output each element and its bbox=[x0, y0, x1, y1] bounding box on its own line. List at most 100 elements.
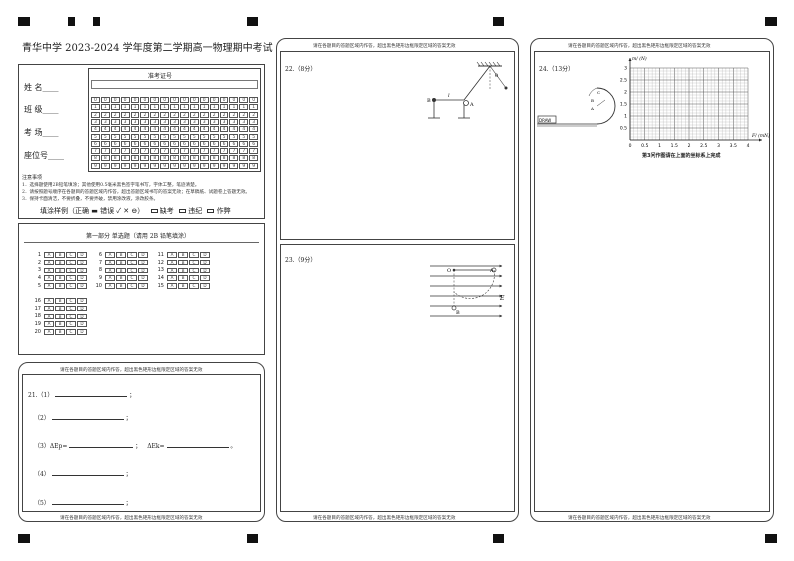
ticket-digit-bubble[interactable]: 6 bbox=[110, 140, 120, 147]
ticket-digit-bubble[interactable]: 8 bbox=[209, 155, 219, 162]
ticket-digit-bubble[interactable]: 1 bbox=[130, 104, 140, 111]
ticket-digit-bubble[interactable]: 9 bbox=[189, 162, 199, 169]
option-bubble[interactable]: A bbox=[105, 275, 115, 281]
ticket-digit-bubble[interactable]: 7 bbox=[180, 148, 189, 155]
option-bubble[interactable]: C bbox=[66, 259, 76, 266]
ticket-digit-bubble[interactable]: 7 bbox=[120, 148, 130, 155]
option-bubble[interactable]: B bbox=[55, 313, 65, 320]
option-bubble[interactable]: D bbox=[77, 275, 87, 281]
ticket-digit-bubble[interactable]: 5 bbox=[199, 133, 209, 140]
option-bubble[interactable]: B bbox=[55, 305, 65, 312]
ticket-digit-bubble[interactable]: 4 bbox=[189, 126, 199, 133]
ticket-digit-bubble[interactable]: 4 bbox=[100, 126, 110, 133]
q24-area[interactable] bbox=[534, 51, 770, 512]
ticket-digit-bubble[interactable]: 2 bbox=[140, 111, 150, 118]
ticket-digit-bubble[interactable]: 3 bbox=[209, 118, 219, 125]
ticket-digit-bubble[interactable]: 1 bbox=[209, 104, 219, 111]
ticket-digit-bubble[interactable]: 4 bbox=[219, 126, 229, 133]
ticket-digit-bubble[interactable]: 8 bbox=[130, 155, 140, 162]
option-bubble[interactable]: A bbox=[167, 283, 177, 289]
ticket-digit-bubble[interactable]: 3 bbox=[120, 118, 130, 125]
ticket-entry-row[interactable] bbox=[91, 80, 258, 89]
ticket-digit-bubble[interactable]: 7 bbox=[91, 148, 100, 155]
option-bubble[interactable]: A bbox=[44, 298, 54, 304]
ticket-digit-bubble[interactable]: 9 bbox=[91, 162, 100, 169]
ticket-digit-bubble[interactable]: 3 bbox=[239, 118, 249, 125]
ticket-digit-bubble[interactable]: 7 bbox=[130, 148, 140, 155]
ticket-digit-bubble[interactable]: 7 bbox=[189, 148, 199, 155]
option-bubble[interactable]: B bbox=[116, 283, 126, 289]
ticket-digit-bubble[interactable]: 0 bbox=[130, 97, 140, 103]
option-bubble[interactable]: D bbox=[77, 321, 87, 327]
option-bubble[interactable]: D bbox=[77, 252, 87, 258]
ticket-digit-bubble[interactable]: 9 bbox=[229, 162, 239, 169]
option-bubble[interactable]: B bbox=[55, 259, 65, 266]
ticket-digit-bubble[interactable]: 2 bbox=[180, 111, 189, 118]
ticket-digit-bubble[interactable]: 8 bbox=[140, 155, 150, 162]
ticket-digit-bubble[interactable]: 3 bbox=[100, 118, 110, 125]
option-bubble[interactable]: A bbox=[44, 267, 54, 274]
option-bubble[interactable]: D bbox=[200, 267, 210, 274]
ticket-digit-bubble[interactable]: 0 bbox=[209, 97, 219, 103]
ticket-digit-bubble[interactable]: 7 bbox=[219, 148, 229, 155]
option-bubble[interactable]: D bbox=[77, 329, 87, 335]
ticket-digit-bubble[interactable]: 4 bbox=[239, 126, 249, 133]
ticket-digit-bubble[interactable]: 3 bbox=[140, 118, 150, 125]
ticket-digit-bubble[interactable]: 0 bbox=[239, 97, 249, 103]
option-bubble[interactable]: C bbox=[66, 275, 76, 281]
ticket-digit-bubble[interactable]: 8 bbox=[239, 155, 249, 162]
option-bubble[interactable]: C bbox=[189, 259, 199, 266]
ticket-digit-bubble[interactable]: 2 bbox=[110, 111, 120, 118]
option-bubble[interactable]: D bbox=[200, 275, 210, 281]
ticket-digit-bubble[interactable]: 8 bbox=[199, 155, 209, 162]
ticket-digit-bubble[interactable]: 5 bbox=[100, 133, 110, 140]
option-bubble[interactable]: A bbox=[167, 252, 177, 258]
option-bubble[interactable]: B bbox=[55, 283, 65, 289]
violation-checkbox[interactable] bbox=[178, 209, 186, 213]
ticket-digit-bubble[interactable]: 1 bbox=[110, 104, 120, 111]
ticket-digit-bubble[interactable]: 6 bbox=[219, 140, 229, 147]
option-bubble[interactable]: C bbox=[189, 252, 199, 258]
option-bubble[interactable]: C bbox=[66, 267, 76, 274]
ticket-digit-bubble[interactable]: 7 bbox=[160, 148, 170, 155]
ticket-digit-bubble[interactable]: 0 bbox=[140, 97, 150, 103]
option-bubble[interactable]: A bbox=[44, 329, 54, 335]
option-bubble[interactable]: A bbox=[167, 267, 177, 274]
option-bubble[interactable]: D bbox=[77, 267, 87, 274]
ticket-digit-bubble[interactable]: 6 bbox=[239, 140, 249, 147]
ticket-digit-bubble[interactable]: 4 bbox=[140, 126, 150, 133]
option-bubble[interactable]: D bbox=[77, 298, 87, 304]
option-bubble[interactable]: D bbox=[200, 283, 210, 289]
option-bubble[interactable]: B bbox=[55, 252, 65, 258]
ticket-digit-bubble[interactable]: 9 bbox=[180, 162, 189, 169]
ticket-digit-bubble[interactable]: 6 bbox=[189, 140, 199, 147]
ticket-digit-bubble[interactable]: 7 bbox=[209, 148, 219, 155]
option-bubble[interactable]: C bbox=[127, 259, 137, 266]
option-bubble[interactable]: C bbox=[66, 321, 76, 327]
ticket-digit-bubble[interactable]: 7 bbox=[249, 148, 259, 155]
ticket-digit-bubble[interactable]: 5 bbox=[91, 133, 100, 140]
ticket-digit-bubble[interactable]: 4 bbox=[229, 126, 239, 133]
q23-area[interactable] bbox=[280, 244, 515, 512]
ticket-digit-bubble[interactable]: 8 bbox=[170, 155, 180, 162]
ticket-digit-bubble[interactable]: 3 bbox=[170, 118, 180, 125]
option-bubble[interactable]: A bbox=[167, 275, 177, 281]
ticket-digit-bubble[interactable]: 9 bbox=[130, 162, 140, 169]
ticket-digit-bubble[interactable]: 8 bbox=[160, 155, 170, 162]
cheat-checkbox[interactable] bbox=[207, 209, 215, 213]
ticket-digit-bubble[interactable]: 2 bbox=[150, 111, 160, 118]
ticket-digit-bubble[interactable]: 5 bbox=[239, 133, 249, 140]
ticket-digit-bubble[interactable]: 9 bbox=[150, 162, 160, 169]
ticket-digit-bubble[interactable]: 9 bbox=[239, 162, 249, 169]
option-bubble[interactable]: D bbox=[200, 259, 210, 266]
ticket-digit-bubble[interactable]: 0 bbox=[91, 97, 100, 103]
ticket-digit-bubble[interactable]: 4 bbox=[120, 126, 130, 133]
ticket-digit-bubble[interactable]: 2 bbox=[209, 111, 219, 118]
option-bubble[interactable]: C bbox=[127, 275, 137, 281]
option-bubble[interactable]: A bbox=[44, 313, 54, 320]
option-bubble[interactable]: D bbox=[77, 313, 87, 320]
ticket-digit-bubble[interactable]: 6 bbox=[100, 140, 110, 147]
option-bubble[interactable]: B bbox=[178, 252, 188, 258]
option-bubble[interactable]: A bbox=[105, 252, 115, 258]
ticket-digit-bubble[interactable]: 5 bbox=[209, 133, 219, 140]
